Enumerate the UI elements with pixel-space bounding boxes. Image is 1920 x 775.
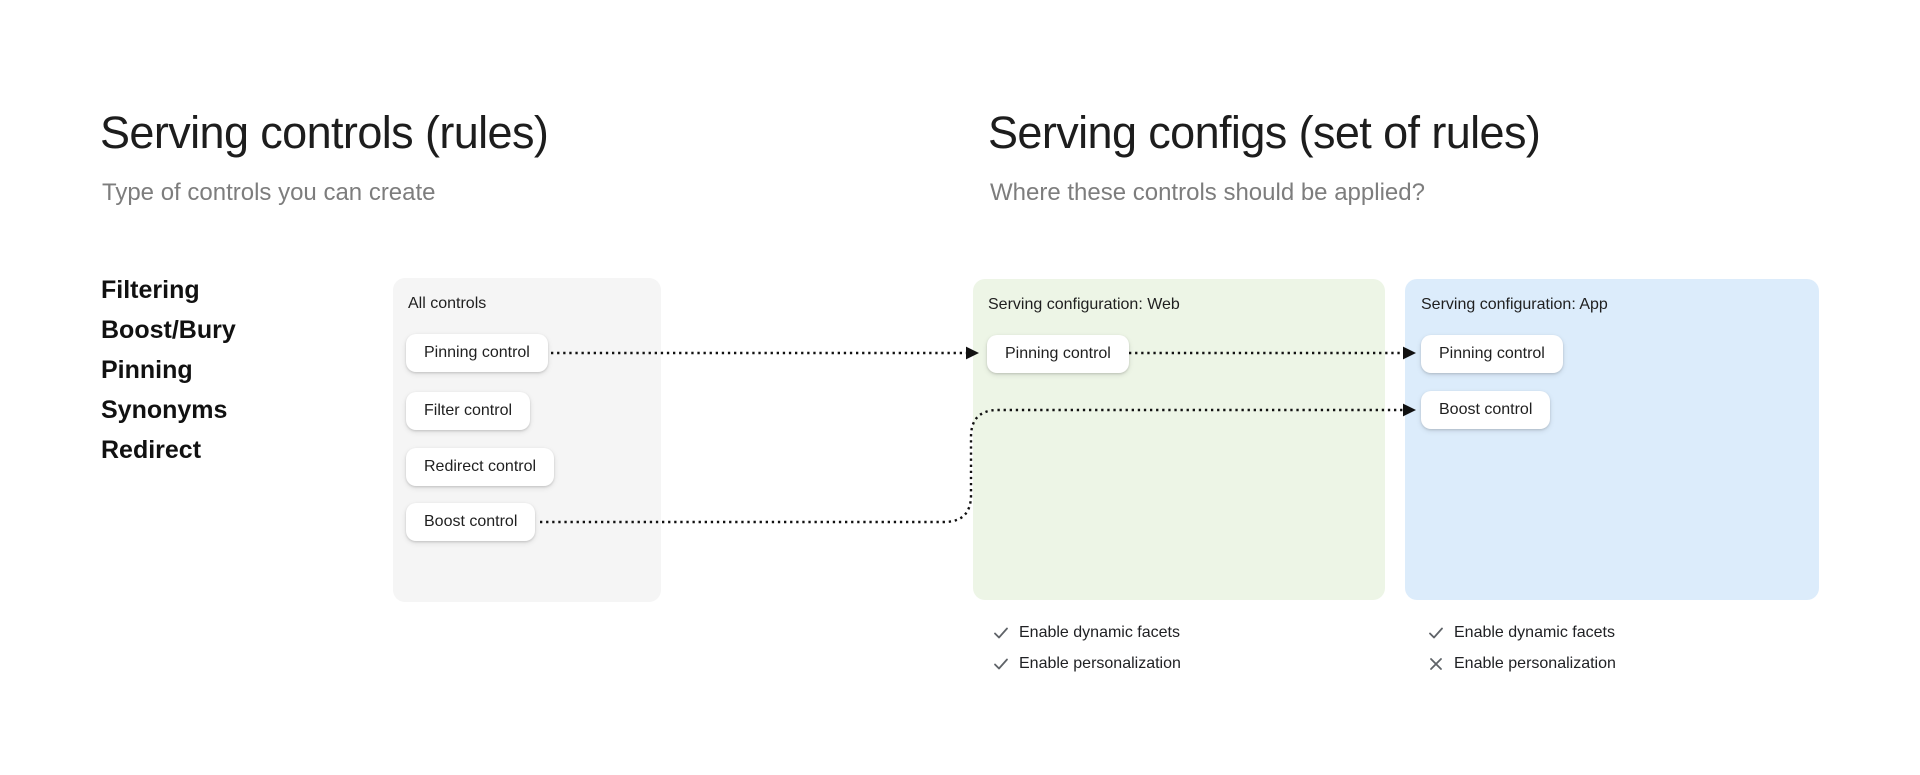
- setting-row: Enable personalization: [1427, 652, 1616, 676]
- check-icon: [994, 658, 1008, 670]
- all-controls-card-label: All controls: [408, 295, 487, 312]
- control-type-pinning: Pinning: [101, 356, 193, 384]
- setting-row: Enable dynamic facets: [1427, 621, 1616, 645]
- serving-configs-subtitle: Where these controls should be applied?: [990, 179, 1425, 206]
- setting-label: Enable dynamic facets: [1454, 624, 1615, 641]
- check-icon: [994, 627, 1008, 639]
- app-pinning-control-chip: Pinning control: [1421, 335, 1563, 373]
- control-type-synonyms: Synonyms: [101, 396, 228, 424]
- serving-configs-title: Serving configs (set of rules): [988, 107, 1541, 158]
- cross-icon: [1430, 658, 1442, 670]
- filter-control-chip: Filter control: [406, 392, 531, 430]
- setting-row: Enable personalization: [992, 652, 1181, 676]
- app-boost-control-chip: Boost control: [1421, 391, 1551, 429]
- check-icon: [1429, 627, 1443, 639]
- setting-label: Enable personalization: [1454, 655, 1616, 672]
- serving-config-app-card: [1405, 279, 1819, 600]
- setting-label: Enable dynamic facets: [1019, 624, 1180, 641]
- pinning-control-chip: Pinning control: [406, 334, 548, 372]
- web-card-label: Serving configuration: Web: [988, 296, 1180, 313]
- web-pinning-control-chip: Pinning control: [987, 335, 1129, 373]
- setting-row: Enable dynamic facets: [992, 621, 1181, 645]
- all-controls-card: [393, 278, 661, 602]
- control-type-redirect: Redirect: [101, 436, 202, 464]
- setting-label: Enable personalization: [1019, 655, 1181, 672]
- redirect-control-chip: Redirect control: [406, 448, 555, 486]
- serving-controls-title: Serving controls (rules): [100, 107, 549, 158]
- app-settings: Enable dynamic facets Enable personaliza…: [1427, 621, 1616, 676]
- control-type-boost-bury: Boost/Bury: [101, 316, 236, 344]
- control-type-list: Filtering Boost/Bury Pinning Synonyms Re…: [101, 270, 236, 470]
- serving-config-web-card: [973, 279, 1385, 600]
- serving-controls-subtitle: Type of controls you can create: [102, 179, 436, 206]
- control-type-filtering: Filtering: [101, 276, 200, 304]
- web-settings: Enable dynamic facets Enable personaliza…: [992, 621, 1181, 676]
- boost-control-chip: Boost control: [406, 503, 536, 541]
- app-card-label: Serving configuration: App: [1421, 296, 1608, 313]
